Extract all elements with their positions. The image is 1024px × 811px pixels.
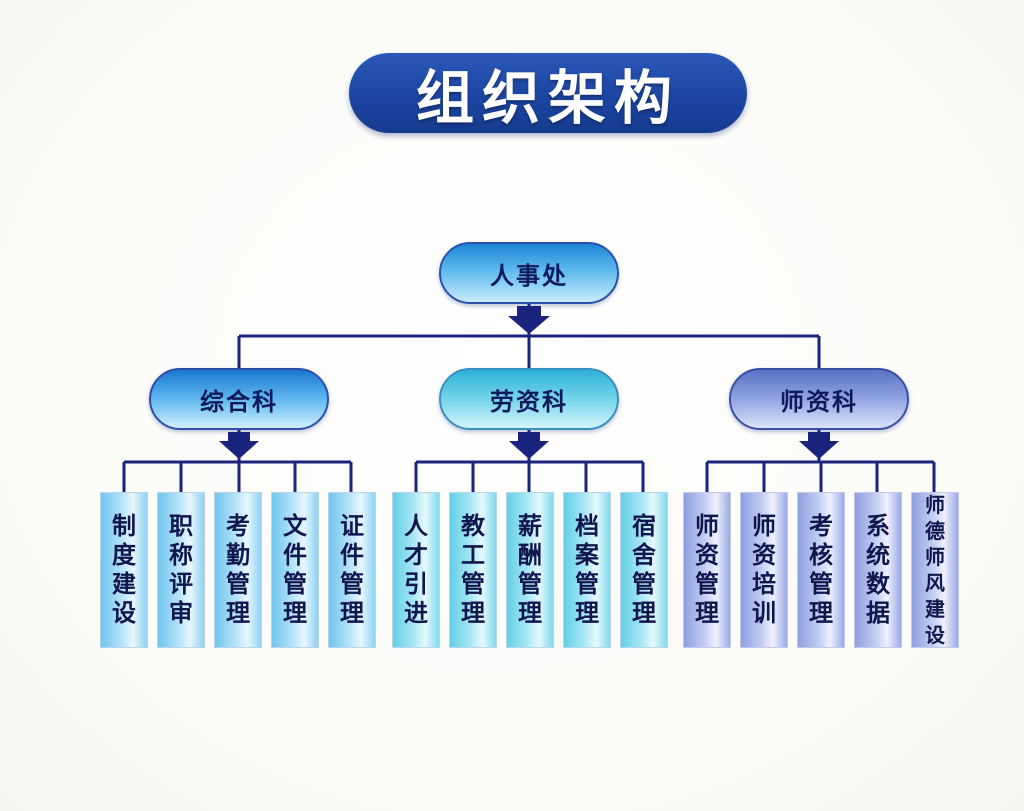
leaf-char: 件 (283, 541, 307, 569)
department-node-faculty: 师资科 (729, 368, 909, 430)
department-node-labor: 劳资科 (439, 368, 619, 430)
leaf-char: 师 (752, 512, 776, 540)
leaf-char: 人 (404, 512, 428, 540)
leaf-char: 酬 (518, 541, 542, 569)
leaf-char: 管 (340, 570, 364, 598)
leaf-char: 数 (866, 570, 890, 598)
leaf-char: 勤 (226, 541, 250, 569)
leaf-char: 理 (226, 599, 250, 627)
leaf-char: 舍 (632, 541, 656, 569)
leaf-char: 考 (809, 512, 833, 540)
leaf-char: 管 (226, 570, 250, 598)
leaf-char: 管 (283, 570, 307, 598)
department-label: 劳资科 (490, 387, 568, 416)
arrow-down-icon (509, 432, 549, 459)
department-node-general: 综合科 (149, 368, 329, 430)
leaf-char: 资 (752, 541, 776, 569)
leaf-char: 进 (404, 599, 428, 627)
leaf-char: 理 (283, 599, 307, 627)
leaf-char: 称 (169, 541, 193, 569)
leaf-char: 师 (695, 512, 719, 540)
leaf-char: 管 (695, 570, 719, 598)
leaf-char: 建 (925, 597, 945, 621)
leaf-node: 职称评审 (157, 492, 205, 648)
leaf-char: 设 (112, 599, 136, 627)
leaf-char: 教 (461, 512, 485, 540)
leaf-node: 师德师风建设 (911, 492, 959, 648)
leaf-char: 风 (925, 571, 945, 595)
leaf-node: 人才引进 (392, 492, 440, 648)
leaf-char: 师 (925, 545, 945, 569)
leaf-node: 宿舍管理 (620, 492, 668, 648)
leaf-node: 证件管理 (328, 492, 376, 648)
leaf-char: 管 (518, 570, 542, 598)
leaf-node: 师资培训 (740, 492, 788, 648)
leaf-node: 档案管理 (563, 492, 611, 648)
leaf-char: 制 (112, 512, 136, 540)
title-banner: 组织架构 (349, 53, 747, 133)
leaf-char: 据 (866, 599, 890, 627)
leaf-char: 职 (169, 512, 193, 540)
leaf-char: 培 (752, 570, 776, 598)
leaf-char: 度 (112, 541, 136, 569)
leaf-char: 建 (112, 570, 136, 598)
leaf-char: 文 (283, 512, 307, 540)
arrow-down-icon (799, 432, 839, 459)
leaf-char: 资 (695, 541, 719, 569)
leaf-node: 考勤管理 (214, 492, 262, 648)
leaf-char: 引 (404, 570, 428, 598)
leaf-char: 证 (340, 512, 364, 540)
leaf-char: 德 (925, 519, 945, 543)
leaf-char: 管 (632, 570, 656, 598)
leaf-char: 理 (575, 599, 599, 627)
leaf-char: 理 (632, 599, 656, 627)
leaf-char: 工 (461, 541, 485, 569)
leaf-char: 审 (169, 599, 193, 627)
leaf-char: 系 (866, 512, 890, 540)
leaf-char: 件 (340, 541, 364, 569)
leaf-char: 理 (695, 599, 719, 627)
leaf-node: 薪酬管理 (506, 492, 554, 648)
leaf-char: 核 (809, 541, 833, 569)
leaf-char: 才 (404, 541, 428, 569)
leaf-node: 制度建设 (100, 492, 148, 648)
leaf-char: 案 (575, 541, 599, 569)
leaf-char: 评 (169, 570, 193, 598)
leaf-node: 文件管理 (271, 492, 319, 648)
leaf-node: 师资管理 (683, 492, 731, 648)
arrow-down-icon (508, 306, 550, 334)
leaf-char: 师 (925, 493, 945, 517)
page-title: 组织架构 (415, 64, 680, 132)
leaf-char: 考 (226, 512, 250, 540)
department-label: 综合科 (200, 387, 278, 416)
leaf-char: 设 (925, 623, 945, 647)
leaf-char: 理 (461, 599, 485, 627)
leaf-char: 管 (461, 570, 485, 598)
department-label: 师资科 (780, 387, 858, 416)
root-node: 人事处 (439, 242, 619, 304)
leaf-char: 档 (575, 512, 599, 540)
leaf-char: 宿 (632, 512, 656, 540)
root-node-label: 人事处 (490, 261, 568, 290)
leaf-char: 管 (575, 570, 599, 598)
leaf-node: 系统数据 (854, 492, 902, 648)
leaf-char: 训 (752, 599, 776, 627)
leaf-char: 理 (518, 599, 542, 627)
leaf-char: 统 (866, 541, 890, 569)
arrow-down-icon (219, 432, 259, 459)
leaf-node: 考核管理 (797, 492, 845, 648)
leaf-char: 理 (809, 599, 833, 627)
leaf-char: 管 (809, 570, 833, 598)
leaf-node: 教工管理 (449, 492, 497, 648)
leaf-char: 薪 (518, 512, 542, 540)
leaf-char: 理 (340, 599, 364, 627)
